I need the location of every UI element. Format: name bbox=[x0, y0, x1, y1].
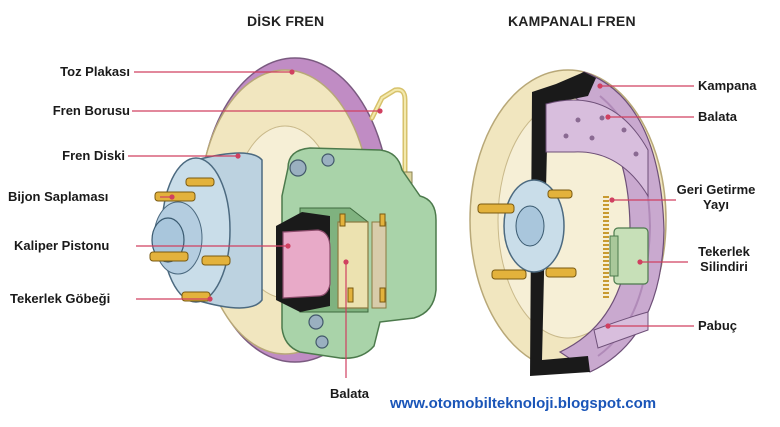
label-lining: Balata bbox=[698, 109, 738, 124]
label-return-spring-line2: Yayı bbox=[702, 197, 730, 212]
leader-lines bbox=[128, 69, 694, 378]
label-wheel-hub: Tekerlek Göbeği bbox=[10, 291, 111, 306]
disc-brake-assembly bbox=[149, 57, 437, 363]
drum-brake-heading: KAMPANALI FREN bbox=[508, 13, 636, 29]
brake-pad-inner bbox=[371, 221, 387, 309]
caliper-bolts bbox=[289, 153, 335, 349]
brake-lining bbox=[545, 99, 649, 198]
label-caliper-piston: Kaliper Pistonu bbox=[14, 238, 110, 253]
label-brake-pad: Balata bbox=[330, 386, 370, 401]
drum-brake-assembly bbox=[469, 69, 667, 376]
label-return-spring: Geri Getirme Yayı bbox=[676, 182, 756, 212]
label-wheel-cylinder-line2: Silindiri bbox=[700, 259, 748, 274]
wheel-cylinder bbox=[613, 227, 649, 285]
label-dust-plate: Toz Plakası bbox=[60, 64, 130, 79]
label-brake-disc: Fren Diski bbox=[62, 148, 125, 163]
caliper-piston bbox=[282, 229, 331, 299]
label-wheel-cylinder: Tekerlek Silindiri bbox=[688, 244, 760, 274]
label-wheel-stud: Bijon Saplaması bbox=[8, 189, 109, 204]
label-wheel-cylinder-line1: Tekerlek bbox=[698, 244, 750, 259]
drum-wheel-studs bbox=[477, 189, 577, 280]
label-drum: Kampana bbox=[698, 78, 757, 93]
label-brake-line: Fren Borusu bbox=[52, 103, 130, 118]
hub-cap bbox=[151, 217, 185, 263]
footer-url[interactable]: www.otomobilteknoloji.blogspot.com bbox=[390, 395, 657, 412]
brake-shoe bbox=[593, 311, 649, 349]
label-shoe: Pabuç bbox=[698, 318, 738, 333]
disc-brake-heading: DİSK FREN bbox=[247, 13, 325, 29]
label-return-spring-line1: Geri Getirme bbox=[676, 182, 756, 197]
